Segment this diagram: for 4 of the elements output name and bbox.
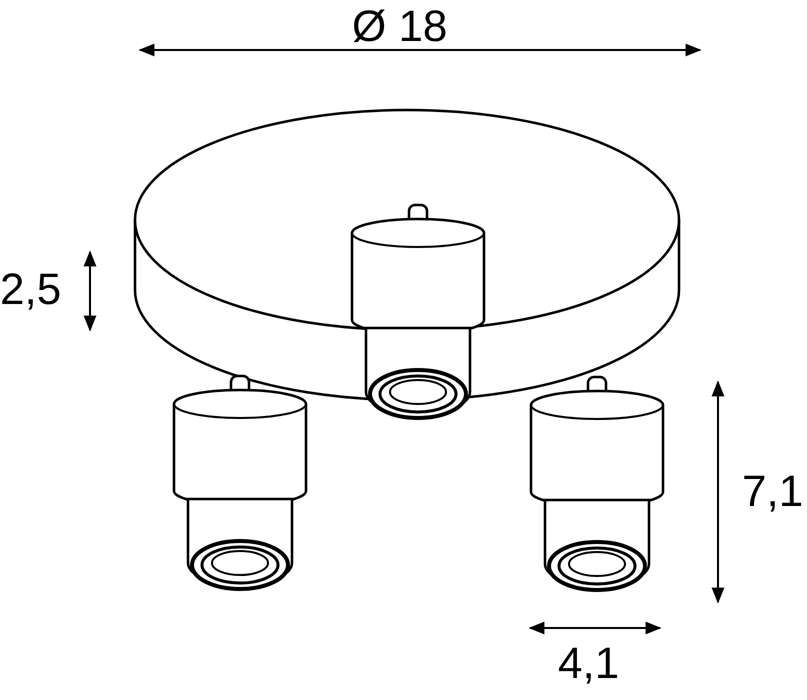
- dimension-label: 2,5: [0, 268, 62, 312]
- dimension-label: 7,1: [742, 470, 804, 514]
- dimension-label: 4,1: [558, 642, 620, 686]
- dimension-label: Ø 18: [352, 5, 448, 49]
